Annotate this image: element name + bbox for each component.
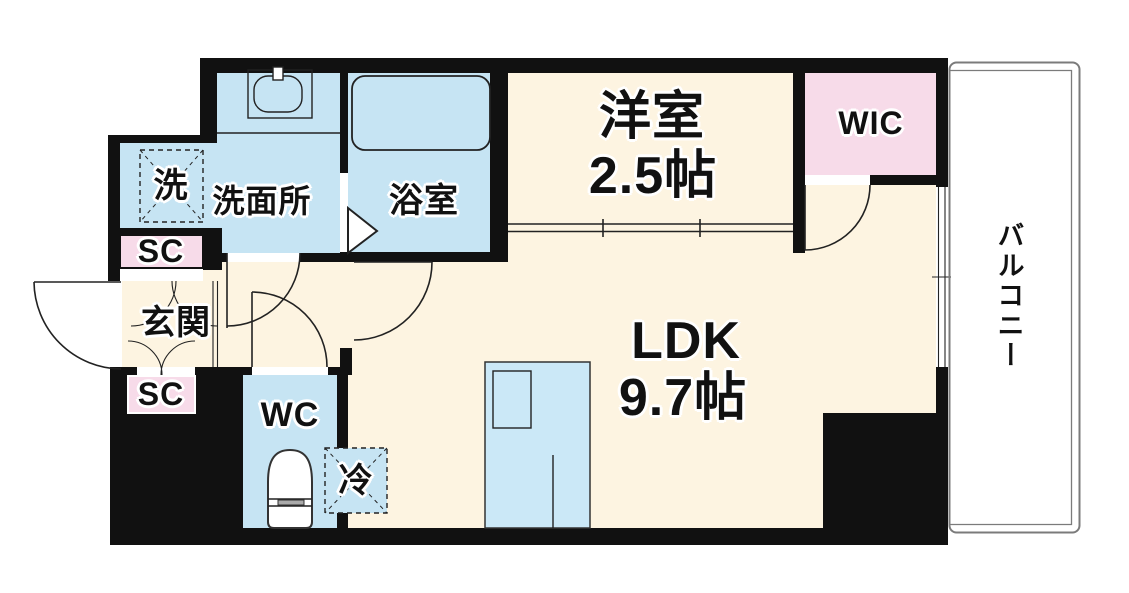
room-label-washroom: 洗面所 [212, 183, 312, 219]
partitions-and-windows [212, 187, 951, 367]
room-floors [120, 72, 938, 528]
room-washer-alcove-floor [120, 143, 217, 228]
balcony-window [932, 187, 951, 367]
refrigerator-icon [324, 447, 388, 514]
room-western-floor [508, 73, 793, 233]
toilet-icon [267, 448, 313, 529]
room-sc-lower-floor [127, 375, 196, 414]
wc-door-icon [251, 291, 328, 368]
room-label-ldk: LDK [631, 312, 741, 370]
room-label-entrance: 玄関 [141, 304, 211, 342]
bathroom-folding-door-icon [347, 205, 379, 256]
room-label-western-size: 2.5帖 [588, 147, 718, 205]
room-label-sc-upper: SC [137, 233, 185, 269]
wic-door-icon [804, 184, 871, 251]
door-openings [106, 173, 870, 375]
room-wic-floor [805, 72, 938, 175]
room-label-western: 洋室 [598, 88, 706, 146]
room-label-ldk-size: 9.7帖 [618, 369, 748, 427]
walls [108, 58, 948, 545]
label-washer: 洗 [153, 167, 189, 205]
washroom-door-icon [226, 252, 301, 328]
room-sc-upper-floor [119, 234, 204, 269]
wall-block-bottom-right [823, 413, 948, 528]
label-fridge: 冷 [338, 462, 374, 500]
sc-upper-doors-icon [130, 280, 218, 327]
room-bathroom-floor [348, 73, 490, 252]
fixtures [139, 66, 591, 529]
sink-icon [217, 66, 340, 134]
entry-door-icon [33, 281, 122, 370]
room-washroom-floor [217, 73, 340, 253]
sliding-door-track [508, 219, 793, 237]
room-label-wc: WC [260, 396, 320, 434]
room-label-balcony: バルコニー [993, 221, 1024, 371]
washing-machine-icon [139, 149, 204, 223]
kitchen-counter-icon [484, 361, 591, 529]
bathtub-icon [351, 75, 491, 151]
sc-lower-doors-icon [127, 340, 196, 376]
entrance-step-line [212, 281, 219, 367]
ldk-door-icon [353, 261, 433, 341]
room-label-wic: WIC [838, 105, 904, 141]
room-label-sc-lower: SC [137, 376, 185, 412]
room-label-bathroom: 浴室 [389, 182, 459, 220]
balcony-outline [948, 61, 1081, 534]
door-swings [33, 184, 871, 376]
